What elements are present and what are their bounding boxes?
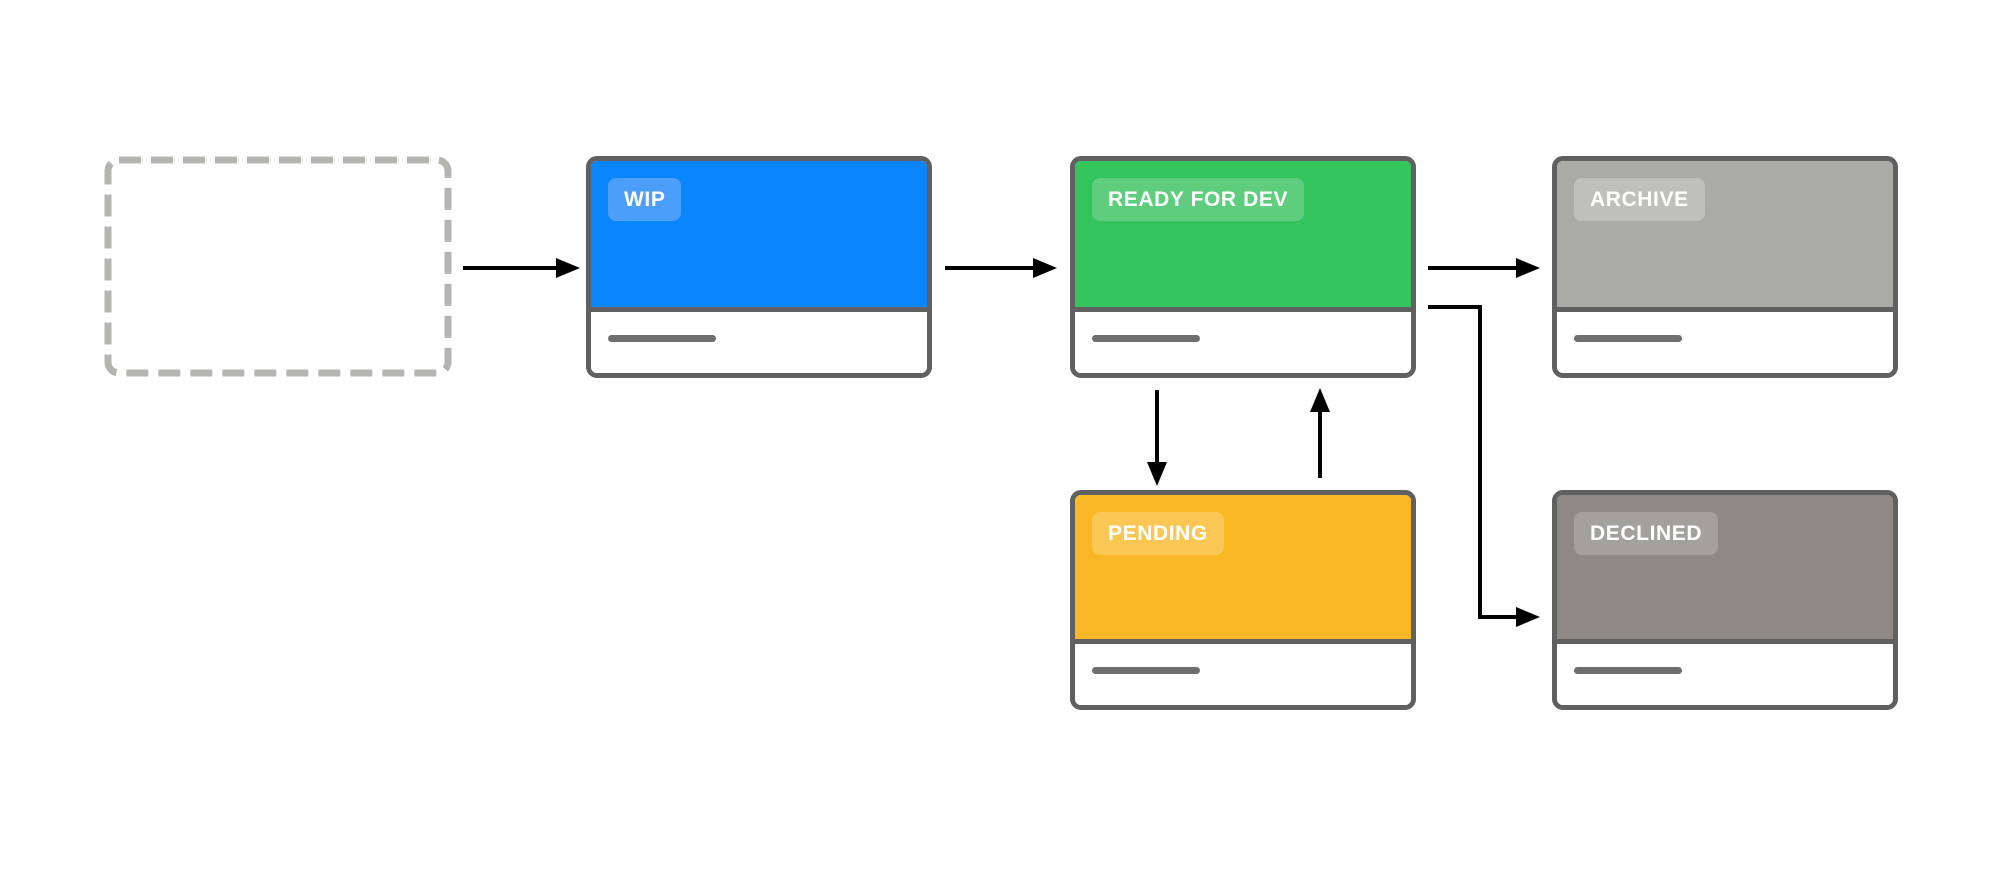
node-archive: ARCHIVE	[1552, 156, 1898, 378]
placeholder-dashed-outline	[104, 156, 452, 377]
node-wip-footer	[591, 307, 927, 373]
arrow-ready-for-dev-to-pending	[1147, 390, 1167, 486]
node-ready-for-dev: READY FOR DEV	[1070, 156, 1416, 378]
node-pending-label-badge: PENDING	[1092, 512, 1224, 556]
card-text-placeholder-line	[1574, 335, 1682, 342]
arrow-pending-to-ready-for-dev	[1310, 388, 1330, 478]
node-ready-for-dev-header: READY FOR DEV	[1075, 161, 1411, 307]
node-wip-header: WIP	[591, 161, 927, 307]
node-declined-footer	[1557, 639, 1893, 705]
node-archive-label-badge: ARCHIVE	[1574, 178, 1705, 222]
card-text-placeholder-line	[1574, 667, 1682, 674]
card-text-placeholder-line	[608, 335, 716, 342]
node-ready-for-dev-footer	[1075, 307, 1411, 373]
node-pending: PENDING	[1070, 490, 1416, 710]
card-text-placeholder-line	[1092, 335, 1200, 342]
node-declined-label-badge: DECLINED	[1574, 512, 1719, 556]
node-declined-header: DECLINED	[1557, 495, 1893, 639]
arrow-ready-for-dev-to-archive	[1428, 258, 1540, 278]
arrow-ready-for-dev-to-declined	[1428, 305, 1540, 627]
card-text-placeholder-line	[1092, 667, 1200, 674]
node-ready-for-dev-label-badge: READY FOR DEV	[1092, 178, 1305, 222]
placeholder-node	[104, 156, 452, 377]
node-wip: WIP	[586, 156, 932, 378]
arrow-placeholder-to-wip	[463, 258, 580, 278]
node-archive-header: ARCHIVE	[1557, 161, 1893, 307]
arrow-wip-to-ready-for-dev	[945, 258, 1057, 278]
node-declined: DECLINED	[1552, 490, 1898, 710]
node-wip-label-badge: WIP	[608, 178, 682, 222]
node-pending-header: PENDING	[1075, 495, 1411, 639]
node-pending-footer	[1075, 639, 1411, 705]
node-archive-footer	[1557, 307, 1893, 373]
